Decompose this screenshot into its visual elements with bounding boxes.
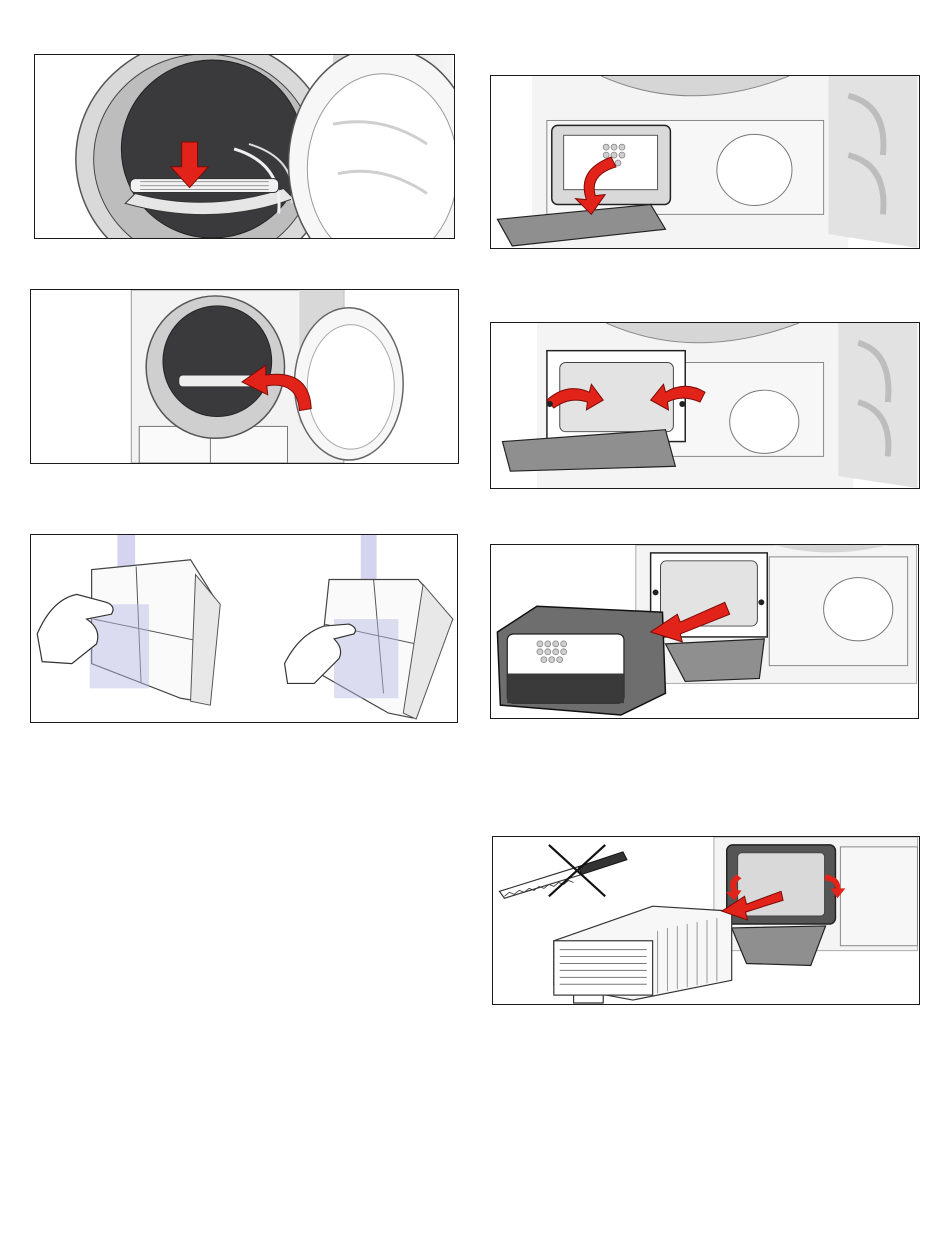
maintenance-flap-drawing bbox=[491, 76, 919, 248]
lever-right-icon bbox=[679, 401, 685, 407]
drum-interior bbox=[163, 306, 272, 417]
illustration-open-flap bbox=[490, 75, 920, 249]
illustration-release-levers bbox=[490, 322, 920, 489]
lever-left-icon bbox=[547, 401, 553, 407]
illustration-remove-filter bbox=[30, 289, 459, 464]
illustration-open-door-filter bbox=[34, 54, 455, 239]
dryer-door-drawing bbox=[35, 55, 454, 238]
dryer-remove-filter-drawing bbox=[31, 290, 458, 463]
illustration-pull-out-filter bbox=[490, 544, 919, 719]
insert-filter-drawing bbox=[493, 837, 919, 1004]
pull-out-filter-drawing bbox=[491, 545, 918, 718]
hands-clean-filter-drawing bbox=[31, 535, 457, 722]
release-levers-drawing bbox=[491, 323, 919, 488]
illustration-insert-filter-no-knife bbox=[492, 836, 920, 1005]
illustration-clean-filter bbox=[30, 534, 458, 723]
flap bbox=[732, 926, 826, 966]
filter-unit bbox=[497, 606, 665, 715]
